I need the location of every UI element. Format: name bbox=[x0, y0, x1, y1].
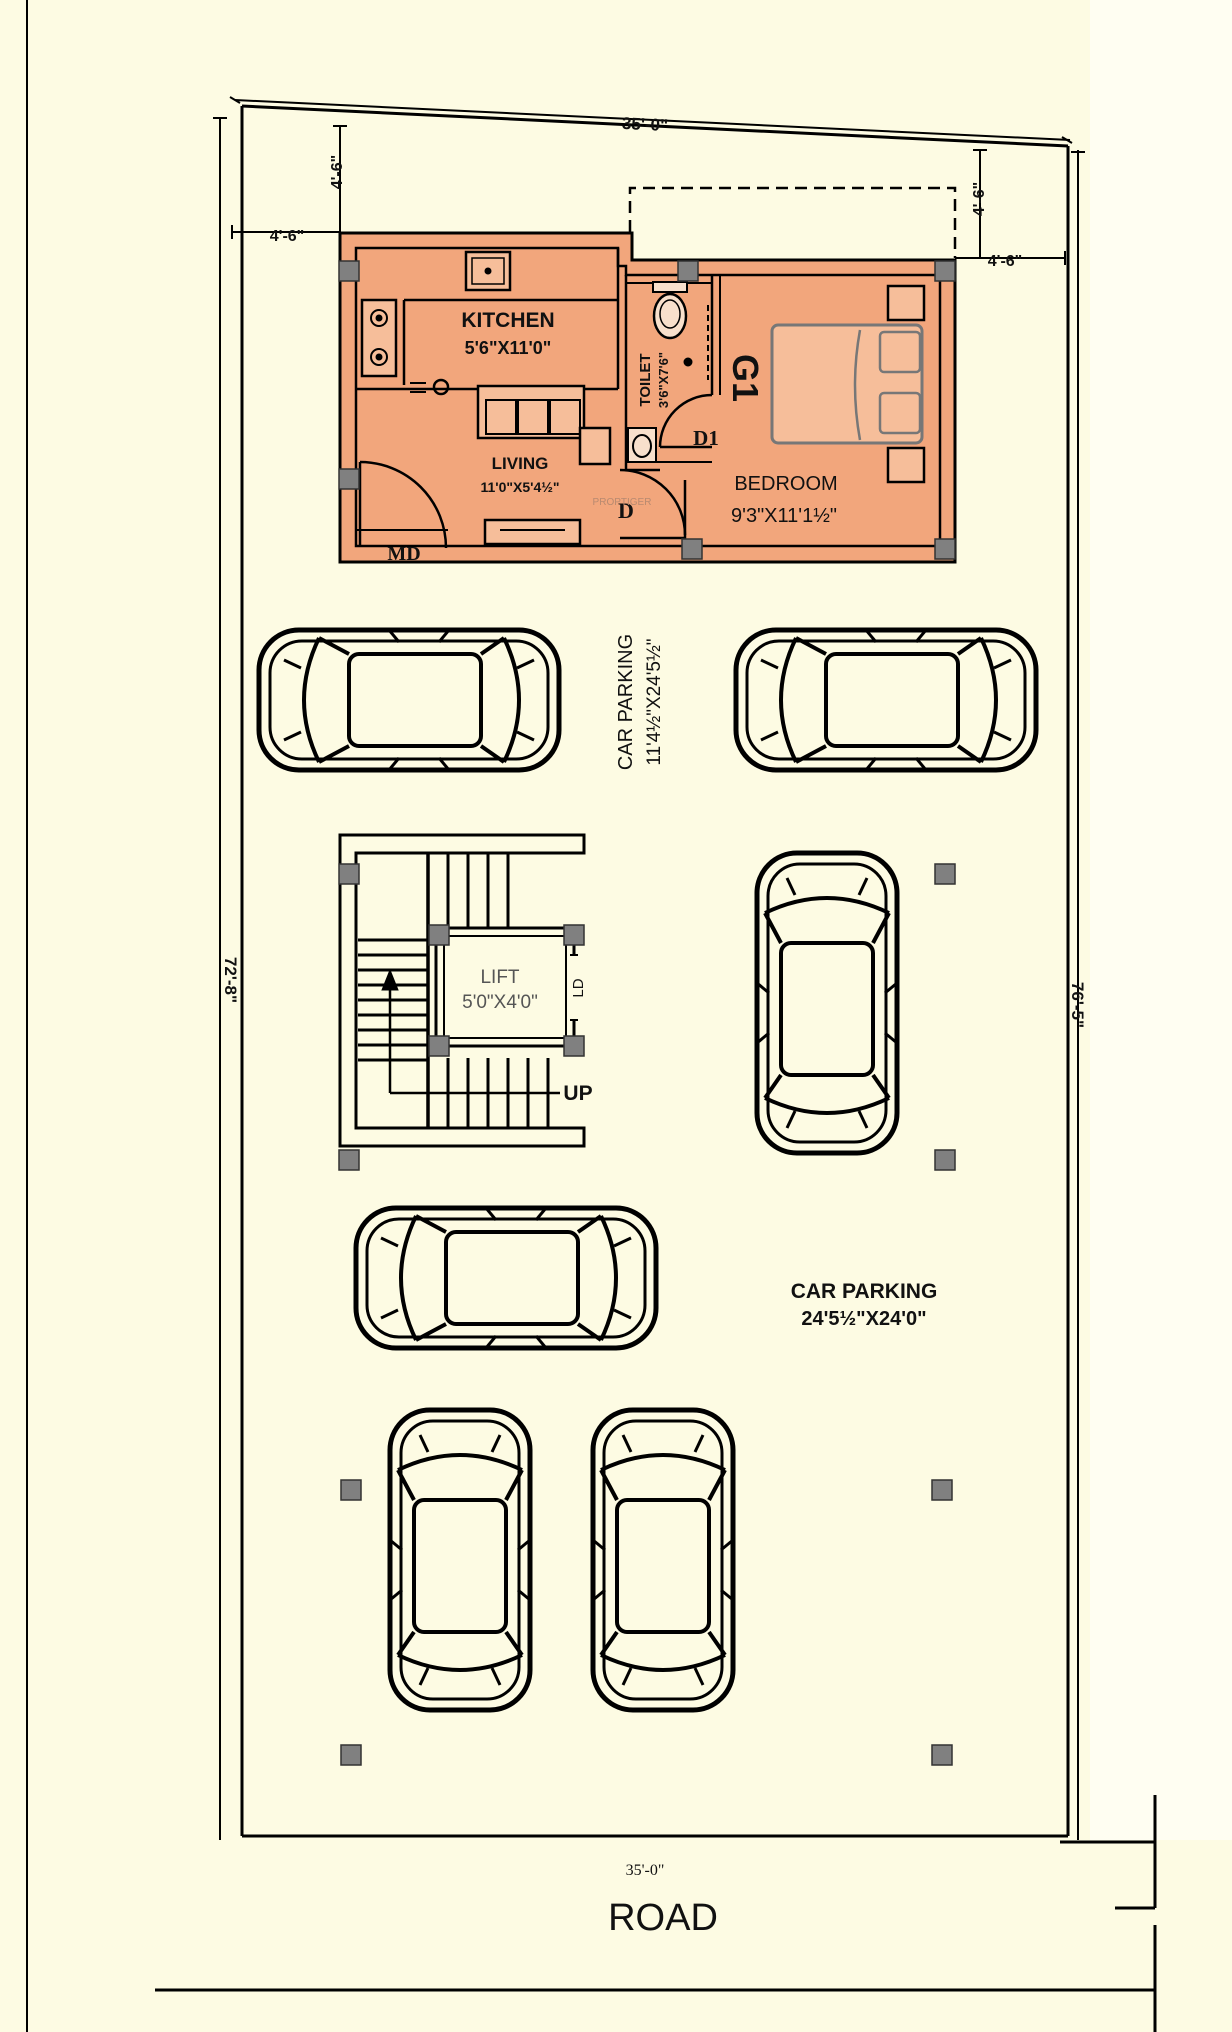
lift-size: 5'0"X4'0" bbox=[462, 992, 538, 1013]
dim-setback-front-left: 4'-6" bbox=[270, 228, 305, 245]
parking-upper-size: 11'4½"X24'5½" bbox=[644, 638, 665, 765]
dim-setback-right: 4'-6" bbox=[971, 182, 988, 217]
bedroom-size: 9'3"X11'1½" bbox=[731, 505, 837, 527]
car-upper-left bbox=[259, 630, 559, 770]
living-label: LIVING bbox=[492, 454, 549, 473]
stairs-up-label: UP bbox=[563, 1082, 592, 1105]
living-size: 11'0"X5'4½" bbox=[480, 479, 559, 495]
toilet-size: 3'6"X7'6" bbox=[656, 352, 671, 408]
car-lower-right bbox=[593, 1410, 733, 1710]
car-mid-horizontal bbox=[356, 1208, 656, 1348]
margin-panel bbox=[1090, 0, 1232, 1840]
dim-bottom-width: 35'-0" bbox=[626, 1862, 665, 1879]
road-label: ROAD bbox=[608, 1897, 718, 1939]
lift-label: LIFT bbox=[480, 967, 519, 988]
kitchen-size: 5'6"X11'0" bbox=[465, 338, 552, 358]
car-mid-vertical bbox=[757, 853, 897, 1153]
dim-left-depth: 72'-8" bbox=[221, 957, 240, 1003]
toilet-label: TOILET bbox=[637, 353, 654, 406]
dim-setback-left: 4'-6" bbox=[329, 155, 346, 190]
kitchen-fixtures bbox=[360, 250, 512, 396]
door-bath-label: D1 bbox=[693, 426, 719, 450]
car-upper-right bbox=[736, 630, 1036, 770]
unit-label: G1 bbox=[725, 354, 766, 402]
door-label: D bbox=[618, 498, 634, 523]
unit-g1 bbox=[338, 186, 957, 564]
staircase bbox=[338, 833, 586, 1148]
living-furniture bbox=[476, 384, 612, 546]
bedroom-label: BEDROOM bbox=[734, 473, 837, 495]
dim-right-depth: 76'-5" bbox=[1068, 982, 1087, 1028]
bedroom-furniture bbox=[770, 284, 926, 484]
parking-upper-label: CAR PARKING bbox=[615, 634, 637, 770]
lift-door-label: LD bbox=[570, 978, 587, 997]
door-main-label: MD bbox=[387, 543, 420, 565]
parking-lower-label: CAR PARKING bbox=[791, 1280, 938, 1303]
car-lower-left bbox=[390, 1410, 530, 1710]
dimension-lines bbox=[219, 99, 1079, 1840]
plot-boundary bbox=[155, 104, 1157, 2032]
dim-setback-front-right: 4'-6" bbox=[988, 253, 1023, 270]
parking-lower-size: 24'5½"X24'0" bbox=[801, 1308, 926, 1330]
kitchen-label: KITCHEN bbox=[461, 309, 554, 332]
dim-top-width: 35'-0" bbox=[622, 114, 669, 135]
dimension-ticks bbox=[213, 96, 1085, 265]
lift-shaft bbox=[434, 926, 578, 1048]
toilet-fixtures bbox=[627, 281, 693, 463]
watermark: PROPTIGER bbox=[593, 497, 652, 508]
